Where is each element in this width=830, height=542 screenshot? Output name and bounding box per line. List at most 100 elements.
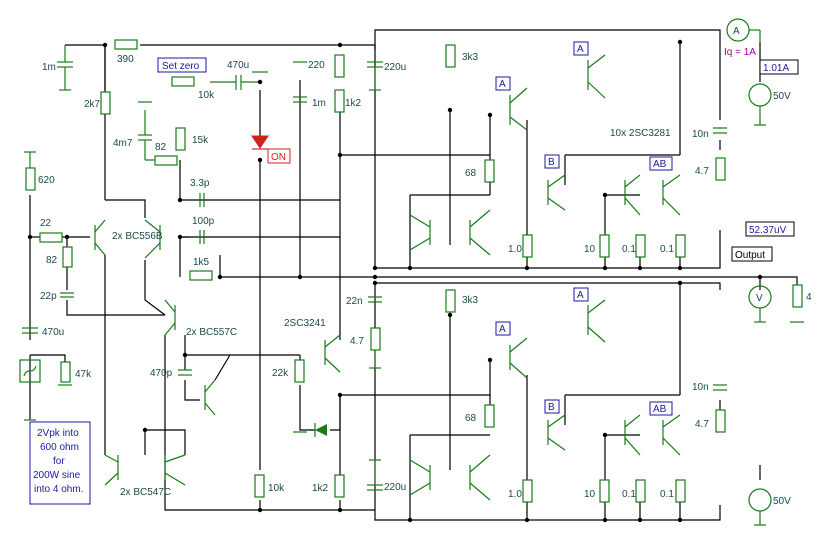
label-r68-bot: 68 bbox=[465, 413, 477, 424]
resistor-4-7-bot bbox=[715, 409, 726, 433]
label-r10k-bot: 10k bbox=[268, 483, 285, 494]
ammeter: A bbox=[726, 18, 761, 42]
transistor-vas bbox=[204, 379, 216, 416]
tag-ab-lower: AB bbox=[653, 404, 667, 415]
output-label: Output bbox=[735, 250, 765, 261]
label-c10n-bot: 10n bbox=[692, 382, 709, 393]
transistor-lower-driver-a bbox=[509, 337, 528, 379]
svg-text:V: V bbox=[756, 293, 763, 304]
label-c100p: 100p bbox=[192, 216, 215, 227]
resistor-0-1b-top bbox=[675, 234, 686, 258]
note-line-1: 2Vpk into bbox=[37, 428, 79, 439]
label-r390: 390 bbox=[117, 54, 134, 65]
tag-a-lower-driver: A bbox=[499, 324, 506, 335]
resistor-0-1a-top bbox=[635, 234, 646, 258]
tag-b-upper: B bbox=[548, 157, 555, 168]
resistor-4-7-top bbox=[715, 157, 726, 181]
voltmeter-readout: 52.37uV bbox=[745, 221, 795, 237]
transistor-upper-current-mirror bbox=[409, 209, 491, 256]
supply-top bbox=[748, 83, 772, 125]
svg-text:A: A bbox=[733, 26, 740, 37]
resistor-10k-bot bbox=[254, 474, 265, 498]
resistors bbox=[25, 39, 803, 503]
label-c10n-top: 10n bbox=[692, 129, 709, 140]
set-zero-control[interactable]: Set zero bbox=[157, 57, 207, 73]
label-r4-7-top: 4.7 bbox=[695, 166, 709, 177]
ammeter-value: 1.01A bbox=[763, 63, 789, 74]
label-q-2sc3241: 2SC3241 bbox=[284, 318, 326, 329]
resistor-1k5 bbox=[189, 270, 213, 281]
transistor-lower-current-mirror bbox=[409, 454, 491, 501]
ammeter-readout: 1.01A bbox=[759, 59, 799, 75]
resistor-0-1b-bot bbox=[675, 479, 686, 503]
label-q-bc557c: 2x BC557C bbox=[186, 327, 237, 338]
label-c220u-bot: 220u bbox=[384, 482, 406, 493]
stage-tags: A A B AB A A B AB bbox=[495, 41, 673, 416]
resistor-2k7 bbox=[100, 91, 111, 115]
capacitors bbox=[22, 45, 804, 526]
transistors bbox=[94, 54, 681, 501]
resistor-390 bbox=[114, 39, 138, 50]
label-iq: Iq = 1A bbox=[724, 47, 756, 58]
label-r0-1a-bot: 0.1 bbox=[622, 489, 636, 500]
label-r15k: 15k bbox=[192, 135, 209, 146]
transistor-lower-driver-b bbox=[547, 414, 566, 451]
label-r68-top: 68 bbox=[465, 168, 477, 179]
note-line-5: into 4 ohm. bbox=[34, 484, 83, 495]
resistor-1-0-top bbox=[522, 234, 533, 258]
label-r220: 220 bbox=[308, 60, 325, 71]
tag-a-lower-output: A bbox=[577, 290, 584, 301]
label-r1k2-bot: 1k2 bbox=[312, 483, 329, 494]
led-on-badge: ON bbox=[267, 148, 291, 164]
potentiometer-10k bbox=[171, 76, 195, 87]
label-q-bc556b: 2x BC556B bbox=[112, 231, 163, 242]
label-q-2sc3281: 10x 2SC3281 bbox=[610, 128, 671, 139]
label-r10k-pot: 10k bbox=[198, 90, 215, 101]
resistor-22 bbox=[39, 232, 63, 243]
resistor-15k bbox=[175, 127, 186, 151]
note-line-2: 600 ohm bbox=[40, 442, 79, 453]
label-c220u-top: 220u bbox=[384, 62, 406, 73]
resistor-10-bot bbox=[599, 479, 610, 503]
label-c22n: 22n bbox=[346, 296, 363, 307]
resistor-1k2-top bbox=[334, 89, 345, 113]
label-q-bc547c: 2x BC547C bbox=[120, 487, 171, 498]
label-r-load: 4 bbox=[806, 292, 812, 303]
transistor-upper-driver-a bbox=[509, 87, 528, 131]
set-zero-label[interactable]: Set zero bbox=[162, 61, 200, 72]
label-r4-7-bot: 4.7 bbox=[695, 419, 709, 430]
transistor-bc547c-left bbox=[104, 454, 119, 486]
resistor-10-top bbox=[599, 234, 610, 258]
resistor-47k bbox=[60, 361, 71, 383]
label-c1m-left: 1m bbox=[42, 62, 56, 73]
supply-bottom bbox=[748, 488, 772, 525]
resistor-1k2-bot bbox=[334, 474, 345, 498]
label-c4m7: 4m7 bbox=[113, 138, 133, 149]
label-r620: 620 bbox=[38, 175, 55, 186]
voltmeter: V bbox=[748, 285, 772, 322]
label-c3p3: 3.3p bbox=[190, 178, 210, 189]
label-r4-7-mid: 4.7 bbox=[350, 336, 364, 347]
label-r82-left: 82 bbox=[46, 255, 58, 266]
label-r0-1b-top: 0.1 bbox=[660, 244, 674, 255]
led-on-label: ON bbox=[271, 152, 286, 163]
resistor-68-top bbox=[484, 159, 495, 183]
component-labels: 390 1m 2k7 620 22 82 22p 470u 47k 2x BC5… bbox=[38, 47, 812, 507]
label-r1k2-top: 1k2 bbox=[345, 98, 362, 109]
label-r10-top: 10 bbox=[584, 244, 596, 255]
transistor-lower-output-a bbox=[587, 299, 606, 343]
label-r47k: 47k bbox=[75, 369, 92, 380]
resistor-3k3-bot bbox=[445, 289, 456, 313]
label-r22k: 22k bbox=[272, 368, 289, 379]
led-indicator bbox=[251, 135, 269, 150]
label-r0-1a-top: 0.1 bbox=[622, 244, 636, 255]
label-c22p: 22p bbox=[40, 291, 57, 302]
label-c470p: 470p bbox=[150, 368, 173, 379]
label-r0-1b-bot: 0.1 bbox=[660, 489, 674, 500]
label-r10-bot: 10 bbox=[584, 489, 596, 500]
tag-ab-upper: AB bbox=[653, 159, 667, 170]
note-box: 2Vpk into 600 ohm for 200W sine into 4 o… bbox=[29, 421, 91, 505]
wires bbox=[29, 29, 798, 521]
transistor-upper-driver-b bbox=[547, 174, 566, 211]
